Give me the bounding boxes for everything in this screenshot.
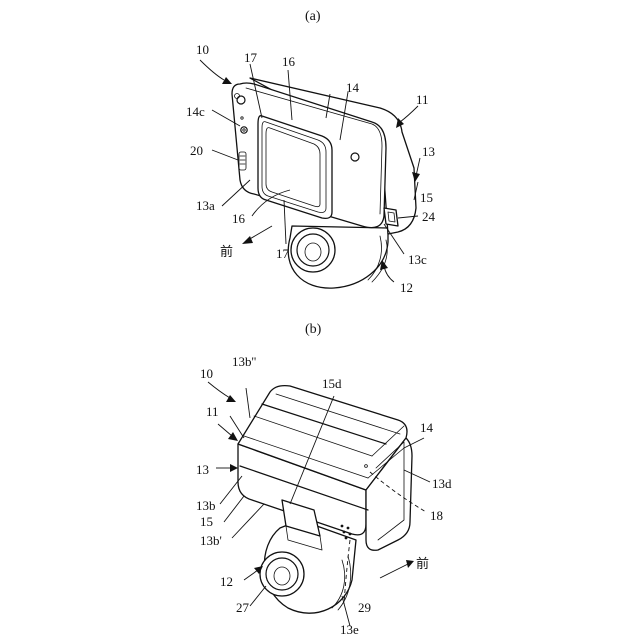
label-a-15: 15 <box>420 190 433 205</box>
panel-b: (b) <box>196 322 452 637</box>
label-b-13b: 13b <box>196 498 216 513</box>
label-a-16-top: 16 <box>282 54 296 69</box>
label-a-11: 11 <box>416 92 429 107</box>
label-b-15: 15 <box>200 514 213 529</box>
label-a-12: 12 <box>400 280 413 295</box>
label-b-14: 14 <box>420 420 434 435</box>
label-a-10: 10 <box>196 42 209 57</box>
label-a-14: 14 <box>346 80 360 95</box>
label-a-17-top: 17 <box>244 50 258 65</box>
panel-b-caption: (b) <box>305 322 322 337</box>
label-b-29: 29 <box>358 600 371 615</box>
label-b-13b2: 13b'' <box>232 354 256 369</box>
label-b-10: 10 <box>200 366 213 381</box>
label-a-24: 24 <box>422 209 436 224</box>
label-a-16-bottom: 16 <box>232 211 246 226</box>
label-a-14c: 14c <box>186 104 205 119</box>
panel-a-caption: (a) <box>305 9 321 24</box>
label-b-12: 12 <box>220 574 233 589</box>
housing-b <box>238 386 412 551</box>
label-b-13b1: 13b' <box>200 533 222 548</box>
housing-a <box>232 78 416 234</box>
label-b-front: 前 <box>416 556 429 571</box>
label-b-18: 18 <box>430 508 443 523</box>
label-b-27: 27 <box>236 600 250 615</box>
label-a-13a: 13a <box>196 198 215 213</box>
camera-ball-a <box>288 226 388 288</box>
label-a-front: 前 <box>220 244 233 259</box>
label-a-20: 20 <box>190 143 203 158</box>
camera-ball-b <box>260 520 356 613</box>
panel-a: (a) <box>186 9 436 295</box>
label-b-15d: 15d <box>322 376 342 391</box>
connector-24 <box>384 208 398 226</box>
label-b-13d: 13d <box>432 476 452 491</box>
label-a-13: 13 <box>422 144 435 159</box>
lens-ring-a <box>291 228 335 272</box>
label-a-17-bottom: 17 <box>276 246 290 261</box>
label-b-13e: 13e <box>340 622 359 637</box>
label-b-11: 11 <box>206 404 219 419</box>
label-b-13: 13 <box>196 462 209 477</box>
label-a-13c: 13c <box>408 252 427 267</box>
